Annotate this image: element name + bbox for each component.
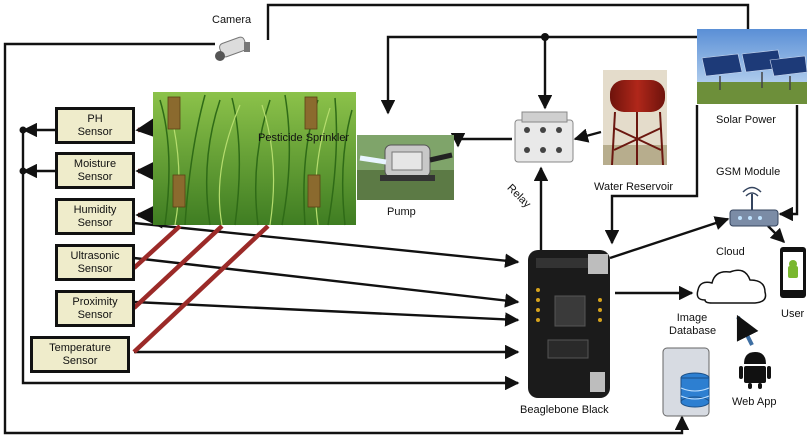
pump-label: Pump bbox=[387, 206, 416, 218]
proximity-sensor-label-2: Sensor bbox=[77, 308, 113, 321]
water-reservoir-label: Water Reservoir bbox=[594, 181, 674, 193]
android-icon bbox=[739, 352, 771, 389]
image-database-label: Image Database bbox=[669, 312, 717, 338]
image-database-label-2: Database bbox=[669, 325, 717, 337]
left-bus-line bbox=[21, 130, 520, 391]
temperature-sensor-box: Temperature Sensor bbox=[30, 336, 130, 373]
pesticide-sprinkler-label: Pesticide Sprinkler bbox=[258, 132, 350, 144]
reservoir-relay-arrow bbox=[573, 128, 602, 143]
field-ultrasonic-link bbox=[132, 224, 182, 270]
ph-sensor-label-1: PH bbox=[87, 112, 103, 125]
humidity-sensor-label-2: Sensor bbox=[77, 216, 113, 229]
ultrasonic-sensor-box: Ultrasonic Sensor bbox=[55, 244, 135, 281]
bus-junction-3 bbox=[19, 167, 27, 175]
camera-icon bbox=[215, 36, 250, 61]
ultrasonic-sensor-label-1: Ultrasonic bbox=[70, 249, 120, 262]
webapp-cloud-arrow bbox=[736, 314, 759, 346]
field-ph-link bbox=[135, 113, 164, 141]
relay-pump-arrow bbox=[450, 133, 512, 148]
cloud-label: Cloud bbox=[716, 246, 745, 258]
temperature-sensor-label-2: Sensor bbox=[62, 354, 98, 367]
camera-link-line bbox=[266, 3, 750, 40]
bus-junction-2 bbox=[19, 126, 27, 134]
field-proximity-link bbox=[132, 224, 224, 310]
proximity-sensor-label-1: Proximity bbox=[72, 295, 118, 308]
moisture-sensor-box: Moisture Sensor bbox=[55, 152, 135, 189]
humidity-sensor-box: Humidity Sensor bbox=[55, 198, 135, 235]
solar-gsm-line bbox=[778, 105, 799, 222]
database-icon bbox=[662, 347, 710, 417]
user-label: User bbox=[781, 308, 805, 320]
solar-relay-bus bbox=[380, 35, 697, 115]
cloud-icon bbox=[696, 269, 767, 304]
rice-field-image bbox=[153, 92, 356, 226]
water-tank-icon bbox=[603, 70, 667, 166]
moisture-sensor-label-2: Sensor bbox=[77, 170, 113, 183]
solar-panel-image bbox=[697, 29, 808, 104]
humidity-board-line bbox=[133, 221, 520, 268]
image-database-label-1: Image bbox=[676, 312, 708, 324]
gsm-module-icon bbox=[729, 186, 779, 227]
solar-power-label: Solar Power bbox=[716, 114, 776, 126]
bus-junction-1 bbox=[541, 33, 549, 41]
moisture-sensor-label-1: Moisture bbox=[73, 157, 117, 170]
gsm-phone-arrow bbox=[767, 225, 786, 244]
pump-image bbox=[357, 135, 454, 200]
camera-label: Camera bbox=[212, 14, 252, 26]
temperature-sensor-label-1: Temperature bbox=[49, 341, 111, 354]
board-gsm-arrow bbox=[609, 216, 730, 260]
ultrasonic-sensor-label-2: Sensor bbox=[77, 262, 113, 275]
beaglebone-label: Beaglebone Black bbox=[520, 404, 609, 416]
ph-sensor-box: PH Sensor bbox=[55, 107, 135, 144]
proximity-sensor-box: Proximity Sensor bbox=[55, 290, 135, 327]
proximity-board-line bbox=[133, 300, 520, 327]
ultrasonic-board-line bbox=[133, 256, 520, 308]
web-app-label: Web App bbox=[732, 396, 777, 408]
ph-sensor-label-2: Sensor bbox=[77, 125, 113, 138]
beaglebone-board-icon bbox=[528, 250, 610, 398]
relay-icon bbox=[514, 111, 574, 163]
smartphone-icon bbox=[780, 247, 806, 298]
outer-loop-line bbox=[3, 42, 690, 435]
humidity-sensor-label-1: Humidity bbox=[73, 203, 117, 216]
field-temperature-link bbox=[132, 224, 270, 354]
gsm-module-label: GSM Module bbox=[716, 166, 781, 178]
reservoir-board-line bbox=[604, 105, 699, 245]
